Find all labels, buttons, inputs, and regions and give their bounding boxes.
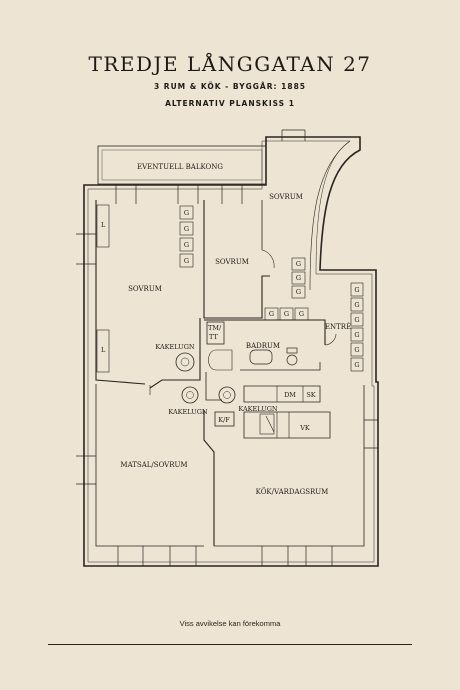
wardrobe-g: G xyxy=(284,310,289,318)
footer-rule xyxy=(48,644,412,645)
page-title: TREDJE LÅNGGATAN 27 xyxy=(88,52,372,76)
subtitle: 3 RUM & KÖK - BYGGÅR: 1885 xyxy=(153,82,307,91)
wardrobe-g: G xyxy=(269,310,274,318)
vk-label: VK xyxy=(299,424,310,432)
sk-label: SK xyxy=(306,391,315,399)
room-label-kitchen: KÖK/VARDAGSRUM xyxy=(256,487,329,496)
wardrobe-g: G xyxy=(296,288,301,296)
outer-wall xyxy=(83,136,379,567)
stove-left-circle xyxy=(181,386,199,404)
room-label-dining: MATSAL/SOVRUM xyxy=(120,461,187,469)
wardrobe-g: G xyxy=(354,331,359,339)
wardrobe-g: G xyxy=(296,274,301,282)
tt-label: TT xyxy=(209,333,218,341)
wardrobe-g: G xyxy=(354,346,359,354)
room-label-bathroom: BADRUM xyxy=(246,342,280,350)
stove-label-top: KAKELUGN xyxy=(155,343,195,351)
room-label-entrance: ENTRÉ xyxy=(325,322,351,331)
room-label-bedroom-right: SOVRUM xyxy=(269,193,303,201)
tm-label: TM/ xyxy=(208,324,222,332)
wardrobe-g: G xyxy=(299,310,304,318)
dm-label: DM xyxy=(284,391,296,399)
wardrobe-g: G xyxy=(184,225,189,233)
kf-label: K/F xyxy=(218,416,230,424)
wardrobe-g: G xyxy=(354,361,359,369)
wardrobe-g: G xyxy=(354,286,359,294)
wardrobe-l-bottom: L xyxy=(101,346,106,354)
stove-right-circle xyxy=(218,386,236,404)
stove-label-left: KAKELUGN xyxy=(168,408,208,416)
room-label-balcony: EVENTUELL BALKONG xyxy=(137,163,223,171)
wardrobe-g: G xyxy=(296,260,301,268)
wardrobe-g: G xyxy=(354,316,359,324)
stove-label-right: KAKELUGN xyxy=(238,405,278,413)
room-label-bedroom-middle: SOVRUM xyxy=(215,258,249,266)
stove-top-circle xyxy=(175,352,195,372)
disclaimer: Viss avvikelse kan förekomma xyxy=(179,619,281,628)
wardrobe-g: G xyxy=(354,301,359,309)
wardrobe-g: G xyxy=(184,209,189,217)
plan-name: ALTERNATIV PLANSKISS 1 xyxy=(165,99,295,108)
wardrobe-g: G xyxy=(184,241,189,249)
wardrobe-g: G xyxy=(184,257,189,265)
wardrobe-l-top: L xyxy=(101,221,106,229)
room-label-bedroom-left: SOVRUM xyxy=(128,285,162,293)
